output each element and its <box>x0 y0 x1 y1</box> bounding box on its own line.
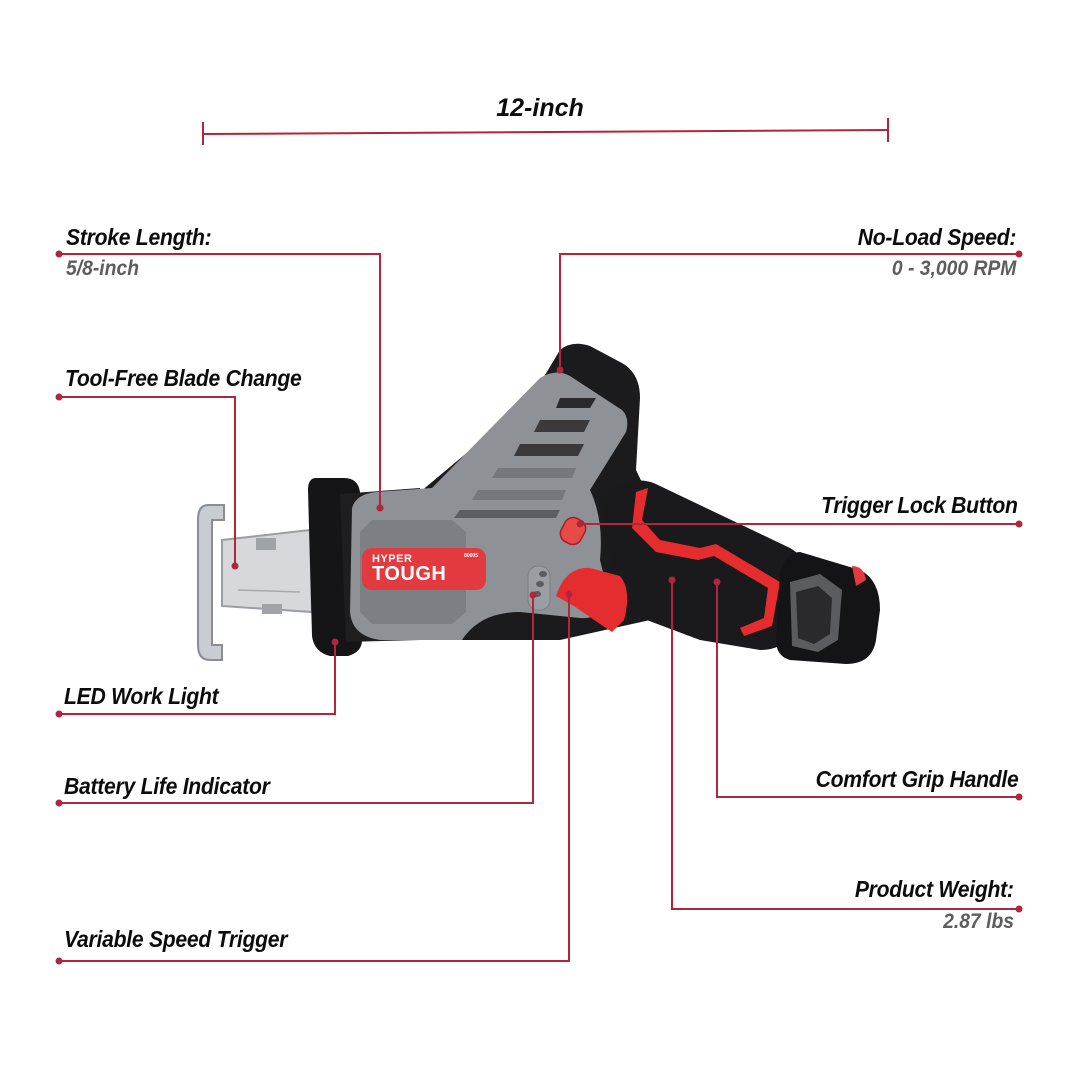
callout-product-weight-value: 2.87 lbs <box>943 910 1014 933</box>
brand-line2: TOUGH <box>372 563 447 585</box>
callout-trigger-lock-label: Trigger Lock Button <box>821 492 1018 518</box>
callout-blade-change-label: Tool-Free Blade Change <box>65 365 302 391</box>
handle <box>600 480 809 650</box>
callout-comfort-grip-label: Comfort Grip Handle <box>815 766 1018 792</box>
comfort-grip-line <box>716 582 1019 798</box>
brand-line1: HYPER <box>372 553 413 565</box>
dimension-label: 12-inch <box>496 94 584 122</box>
blade-shoe <box>197 504 314 661</box>
battery-indicator-line <box>59 595 534 804</box>
callout-no-load-speed-label: No-Load Speed: <box>857 224 1017 250</box>
callout-stroke-length-label: Stroke Length: <box>66 224 212 250</box>
callout-led-work-light-label: LED Work Light <box>64 683 219 709</box>
callout-stroke-length-value: 5/8-inch <box>66 257 140 280</box>
speed-trigger-line <box>59 594 570 962</box>
battery-pack <box>776 552 880 664</box>
led-work-light-line <box>59 640 336 715</box>
blade-change-line <box>59 396 236 566</box>
callout-product-weight-label: Product Weight: <box>855 876 1014 902</box>
callout-speed-trigger-label: Variable Speed Trigger <box>64 926 288 952</box>
no-load-speed-line <box>559 253 1019 370</box>
callout-battery-indicator-label: Battery Life Indicator <box>64 773 270 799</box>
variable-speed-trigger-part <box>556 567 628 632</box>
product-weight-line <box>671 580 1019 910</box>
stroke-length-line <box>59 253 381 508</box>
model-number: 80005 <box>464 553 478 559</box>
brand-logo: HYPER TOUGH 80005 <box>362 548 486 590</box>
dimension-line <box>202 129 889 135</box>
callout-no-load-speed-value: 0 - 3,000 RPM <box>891 257 1016 280</box>
